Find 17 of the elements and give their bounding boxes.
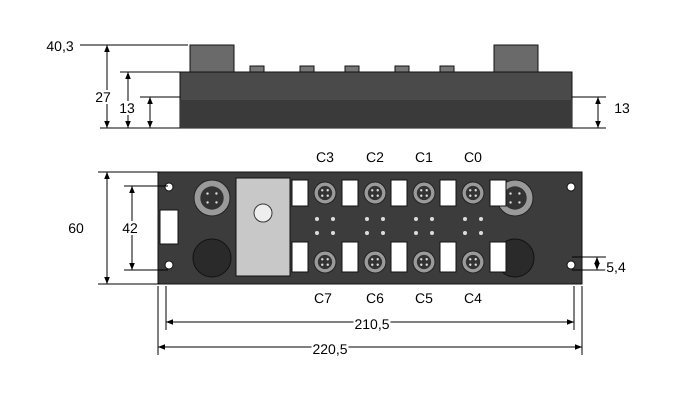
dimension-label: 5,4 — [605, 260, 627, 274]
dimension-label: 13 — [613, 101, 631, 115]
dimension-label: 27 — [94, 90, 112, 104]
dimension-label: C2 — [365, 150, 385, 164]
dimension-label: C3 — [315, 150, 335, 164]
dimension-label: 42 — [121, 221, 139, 235]
dimension-label: 13 — [118, 101, 136, 115]
dimension-label: 210,5 — [353, 317, 391, 331]
dimension-label: 40,3 — [45, 39, 75, 53]
dimension-label: 60 — [67, 221, 85, 235]
dimension-label: C0 — [463, 150, 483, 164]
dimension-label: C6 — [365, 291, 385, 305]
dimension-label: C5 — [414, 291, 434, 305]
dimension-label: C7 — [313, 291, 333, 305]
dimension-label: C4 — [463, 291, 483, 305]
dimension-label: C1 — [414, 150, 434, 164]
dimension-label: 220,5 — [311, 342, 349, 356]
